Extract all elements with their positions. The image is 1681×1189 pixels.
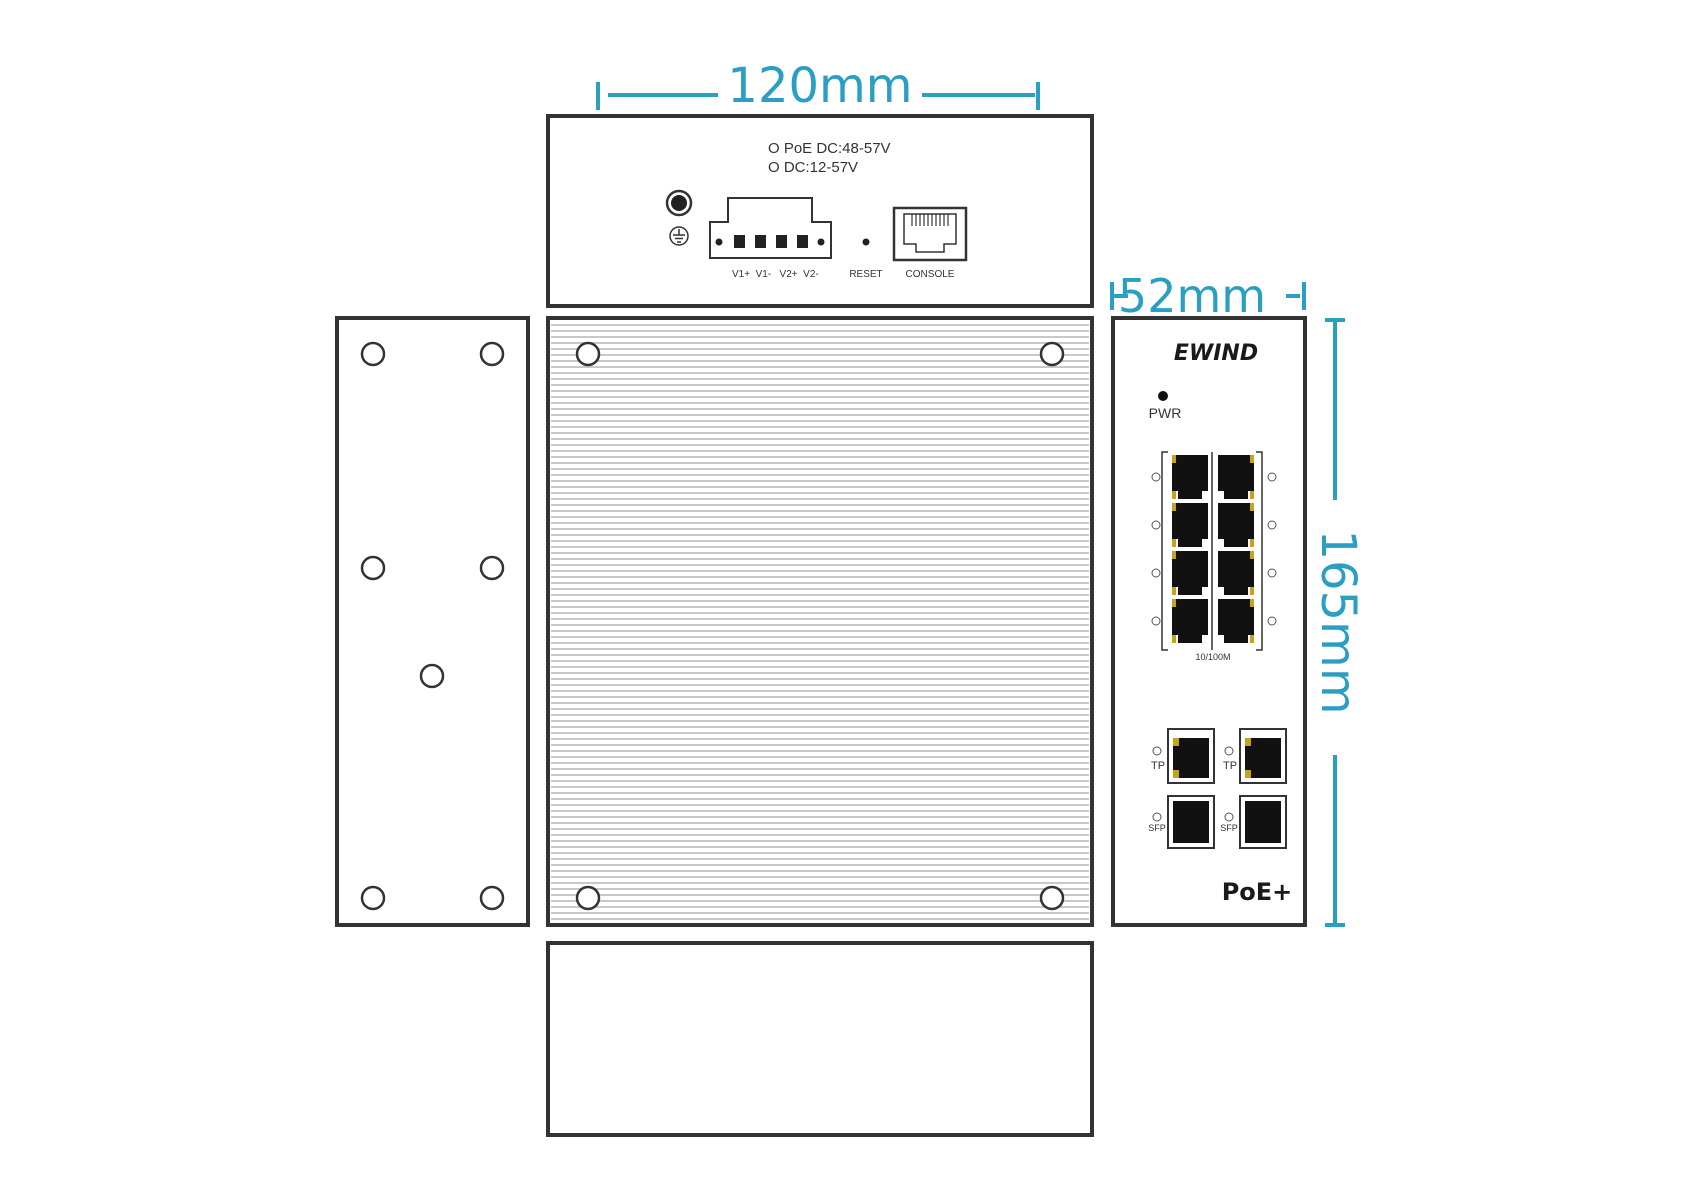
sfp-led-icon [1152, 812, 1162, 822]
port-led-icon [1267, 616, 1277, 626]
rj45-port[interactable] [1172, 455, 1208, 499]
port-led-icon [1151, 568, 1161, 578]
power-terminal-block-icon [709, 197, 832, 259]
tp-label-2: TP [1223, 760, 1237, 772]
port-group-label: 10/100M [1195, 652, 1230, 662]
pwr-led-icon [1158, 391, 1168, 401]
mounting-hole [479, 555, 505, 581]
bottom-panel [546, 941, 1094, 1137]
reset-label: RESET [849, 269, 882, 280]
rj45-port[interactable] [1172, 503, 1208, 547]
corner-screw-hole [1039, 341, 1065, 367]
mounting-hole [479, 885, 505, 911]
tp-led-icon [1152, 746, 1162, 756]
depth-dimension: 52mm [1110, 269, 1306, 323]
port-led-icon [1267, 520, 1277, 530]
port-led-icon [1151, 616, 1161, 626]
heatsink-outline [546, 316, 1094, 927]
sfp-label-2: SFP [1220, 823, 1238, 833]
rj45-port[interactable] [1218, 455, 1254, 499]
sfp-port-1[interactable] [1167, 795, 1215, 849]
port-led-icon [1267, 472, 1277, 482]
height-dimension: 165mm [1310, 318, 1366, 927]
port-led-icon [1151, 472, 1161, 482]
ground-screw-head [671, 195, 687, 211]
rj45-port[interactable] [1218, 551, 1254, 595]
pwr-label: PWR [1149, 405, 1182, 421]
model-label: PoE+ [1222, 878, 1293, 906]
port-led-icon [1267, 568, 1277, 578]
sfp-port-2[interactable] [1239, 795, 1287, 849]
rj45-port[interactable] [1172, 551, 1208, 595]
rj45-port-group [1151, 451, 1277, 651]
mounting-hole [360, 341, 386, 367]
rj45-port[interactable] [1218, 503, 1254, 547]
console-port-icon[interactable] [892, 206, 968, 262]
corner-screw-hole [575, 341, 601, 367]
corner-screw-hole [1039, 885, 1065, 911]
mounting-hole [360, 555, 386, 581]
terminal-labels: V1+ V1- V2+ V2- [732, 269, 819, 280]
rj45-port[interactable] [1218, 599, 1254, 643]
sfp-led-icon [1224, 812, 1234, 822]
height-dimension-label: 165mm [1310, 529, 1366, 714]
tp-led-icon [1224, 746, 1234, 756]
tp-label-1: TP [1151, 760, 1165, 772]
corner-screw-hole [575, 885, 601, 911]
power-label-poe: O PoE DC:48-57V [768, 140, 891, 157]
heatsink-panel [546, 316, 1094, 927]
power-label-dc: O DC:12-57V [768, 159, 858, 176]
top-panel-outline [546, 114, 1094, 308]
uplink-tp-port-1[interactable] [1167, 728, 1215, 784]
reset-button[interactable] [862, 238, 870, 246]
depth-dimension-label: 52mm [1118, 269, 1266, 323]
mounting-bracket-outline [335, 316, 530, 927]
heatsink-fins [551, 324, 1089, 920]
mounting-bracket-panel [335, 316, 530, 927]
mounting-hole [479, 341, 505, 367]
mounting-hole [360, 885, 386, 911]
rj45-port[interactable] [1172, 599, 1208, 643]
front-panel: EWIND PWR 10/100M TP TP [1111, 316, 1307, 927]
width-dimension-label: 120mm [727, 58, 912, 114]
uplink-tp-port-2[interactable] [1239, 728, 1287, 784]
brand-logo: EWIND [1174, 341, 1258, 366]
console-label: CONSOLE [906, 269, 955, 280]
port-led-icon [1151, 520, 1161, 530]
top-panel: O PoE DC:48-57V O DC:12-57V V1+ V1- V2+ … [546, 114, 1094, 308]
width-dimension: 120mm [596, 58, 1040, 114]
sfp-label-1: SFP [1148, 823, 1166, 833]
ground-symbol-icon [669, 226, 689, 246]
mounting-hole [419, 663, 445, 689]
